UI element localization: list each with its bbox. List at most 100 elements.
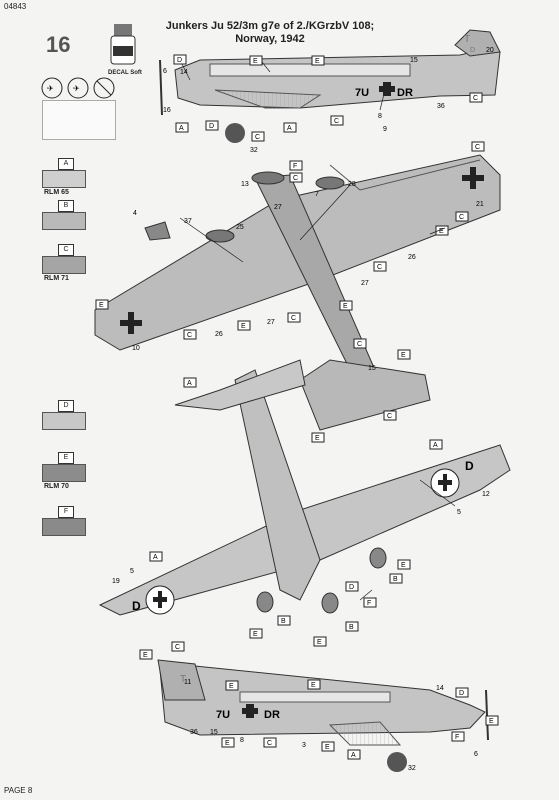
svg-text:8: 8 [378,113,382,120]
svg-text:A: A [187,380,192,387]
svg-text:A: A [179,125,184,132]
svg-text:26: 26 [408,254,416,261]
tail-code-lower: T [180,674,186,685]
svg-text:C: C [291,315,296,322]
svg-text:E: E [225,740,230,747]
svg-text:C: C [357,341,362,348]
step-number: 16 [46,32,71,57]
title-line-2: Norway, 1942 [235,33,305,45]
svg-text:27: 27 [361,280,369,287]
tail-code: T [464,34,470,45]
svg-text:E: E [315,58,320,65]
fuselage-code-left: 7U [355,87,369,99]
svg-text:D: D [177,57,182,64]
fuselage-code-left-lower: 7U [216,709,230,721]
svg-text:A: A [153,554,158,561]
svg-text:C: C [459,214,464,221]
svg-text:E: E [143,652,148,659]
svg-text:F: F [455,734,459,741]
svg-text:E: E [229,683,234,690]
svg-text:6: 6 [163,68,167,75]
document-code: 04843 [4,2,27,11]
svg-text:A: A [351,752,356,759]
svg-text:26: 26 [215,331,223,338]
svg-text:F: F [293,163,297,170]
svg-text:15: 15 [210,729,218,736]
svg-text:19: 19 [112,578,120,585]
svg-text:4: 4 [133,210,137,217]
side-view-bottom: 7U DR T [157,659,489,772]
fuselage-code-right: DR [397,87,413,99]
svg-text:28: 28 [348,181,356,188]
leader-lines [179,61,456,601]
svg-text:✈: ✈ [47,84,54,93]
svg-text:10: 10 [132,345,140,352]
plan-view-top [94,154,501,431]
wing-code-left: D [132,599,141,613]
decal-softener-icon [110,24,136,65]
svg-text:E: E [99,302,104,309]
svg-text:3: 3 [302,742,306,749]
fuselage-code-right-lower: DR [264,709,280,721]
svg-text:15: 15 [410,57,418,64]
svg-text:B: B [393,576,398,583]
svg-text:C: C [387,413,392,420]
svg-text:E: E [343,303,348,310]
callout-numbers: 6 14 16 20 15 36 8 32 9 13 28 27 7 4 37 … [112,47,494,772]
svg-text:C: C [377,264,382,271]
svg-text:D: D [349,584,354,591]
svg-text:27: 27 [267,319,275,326]
svg-text:E: E [311,682,316,689]
svg-text:B: B [281,618,286,625]
svg-text:B: B [349,624,354,631]
svg-text:C: C [473,95,478,102]
svg-text:11: 11 [184,679,191,686]
decal-position-icons: ✈ ✈ [41,77,115,99]
svg-text:37: 37 [184,218,192,225]
svg-text:E: E [253,631,258,638]
svg-text:E: E [317,639,322,646]
svg-text:E: E [325,744,330,751]
svg-text:E: E [315,435,320,442]
svg-text:13: 13 [241,181,249,188]
svg-text:7: 7 [315,191,319,198]
svg-text:15: 15 [368,365,376,372]
svg-text:21: 21 [476,201,484,208]
decal-caption: DECAL Soft [108,70,142,76]
svg-text:C: C [475,144,480,151]
wing-code-right: D [465,459,474,473]
tail-code-sub: D [470,47,475,54]
page-number: PAGE 8 [4,786,33,795]
svg-text:✈: ✈ [73,84,80,93]
svg-text:E: E [253,58,258,65]
svg-text:20: 20 [486,47,494,54]
svg-text:C: C [267,740,272,747]
svg-text:14: 14 [180,69,188,76]
svg-text:6: 6 [474,751,478,758]
svg-text:5: 5 [457,509,461,516]
title-line-1: Junkers Ju 52/3m g7e of 2./KGrzbV 108; [165,20,375,32]
svg-text:D: D [209,123,214,130]
svg-text:16: 16 [163,107,171,114]
svg-text:F: F [367,600,371,607]
page-title: Junkers Ju 52/3m g7e of 2./KGrzbV 108; N… [150,20,390,46]
svg-text:E: E [401,352,406,359]
svg-text:5: 5 [130,568,134,575]
decal-sheet-preview [42,100,116,140]
svg-text:36: 36 [437,103,445,110]
svg-text:14: 14 [436,685,444,692]
svg-text:E: E [489,718,494,725]
svg-text:E: E [401,562,406,569]
svg-text:A: A [287,125,292,132]
plan-view-bottom: D D [98,359,511,616]
svg-text:E: E [439,228,444,235]
svg-text:25: 25 [236,224,244,231]
svg-text:36: 36 [190,729,198,736]
svg-text:12: 12 [482,491,490,498]
svg-text:E: E [241,323,246,330]
svg-text:C: C [187,332,192,339]
svg-text:C: C [255,134,260,141]
svg-text:C: C [293,175,298,182]
svg-text:8: 8 [240,737,244,744]
